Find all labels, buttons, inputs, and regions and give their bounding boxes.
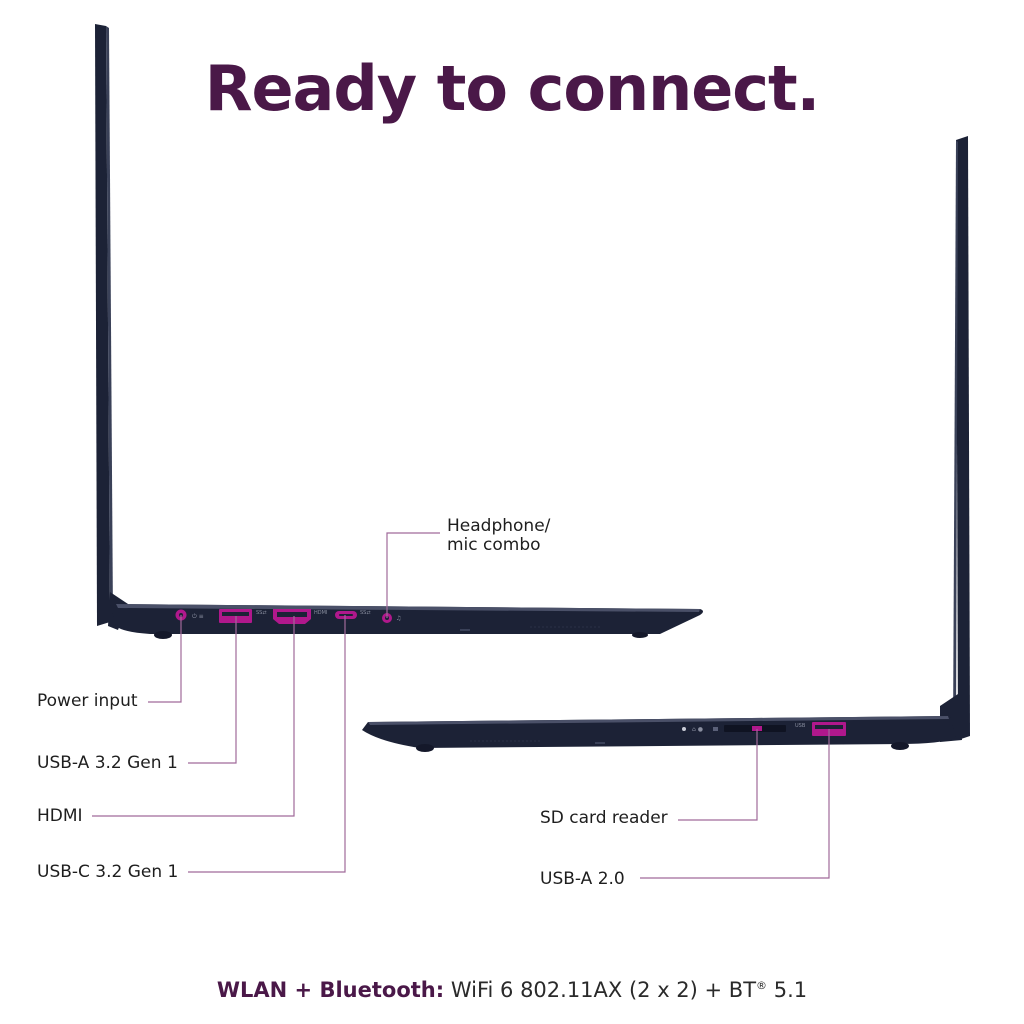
svg-text:HDMI: HDMI [314, 610, 327, 616]
callout-lines [92, 532, 830, 879]
sd-callout-line [678, 729, 758, 821]
usb-a-label: USB-A 3.2 Gen 1 [37, 753, 178, 773]
left-laptop: ⏻ ≡ SS⇄ HDMI SS⇄ ♫ [95, 24, 703, 639]
svg-text:♫: ♫ [396, 615, 401, 622]
usb-a2-callout-line [640, 729, 830, 879]
usb-a-callout-line [188, 616, 237, 764]
usb-c-label: USB-C 3.2 Gen 1 [37, 862, 179, 882]
hdmi-label: HDMI [37, 806, 83, 826]
right-laptop-lid [956, 136, 970, 740]
headline: Ready to connect. [204, 52, 820, 125]
usb-c-callout-line [188, 615, 346, 873]
right-laptop: ⌂ ● USB [362, 136, 970, 752]
headphone-mic-label: Headphone/ mic combo [447, 517, 550, 555]
svg-text:⌂ ●: ⌂ ● [692, 726, 703, 733]
usb-a2-label: USB-A 2.0 [540, 869, 625, 889]
headphone-label-line1: Headphone/ [447, 516, 551, 536]
svg-text:USB: USB [795, 723, 806, 729]
audio-callout-line [386, 532, 440, 618]
power-callout-line [148, 615, 182, 703]
footer-key: WLAN + Bluetooth: [216, 978, 445, 1002]
hdmi-callout-line [92, 616, 295, 817]
footer-value: WiFi 6 802.11AX (2 x 2) + BT [450, 978, 757, 1002]
sd-card-label: SD card reader [540, 808, 668, 828]
svg-text:⏻ ≡: ⏻ ≡ [192, 613, 204, 620]
connectivity-footer: WLAN + Bluetooth: WiFi 6 802.11AX (2 x 2… [0, 978, 1024, 1002]
left-laptop-lid [95, 24, 110, 626]
footer-version: 5.1 [773, 978, 808, 1002]
registered-mark: ® [756, 979, 768, 992]
right-laptop-base [362, 716, 956, 748]
headphone-label-line2: mic combo [447, 535, 541, 555]
svg-text:SS⇄: SS⇄ [256, 610, 267, 616]
power-input-label: Power input [37, 691, 138, 711]
svg-text:SS⇄: SS⇄ [360, 610, 371, 616]
